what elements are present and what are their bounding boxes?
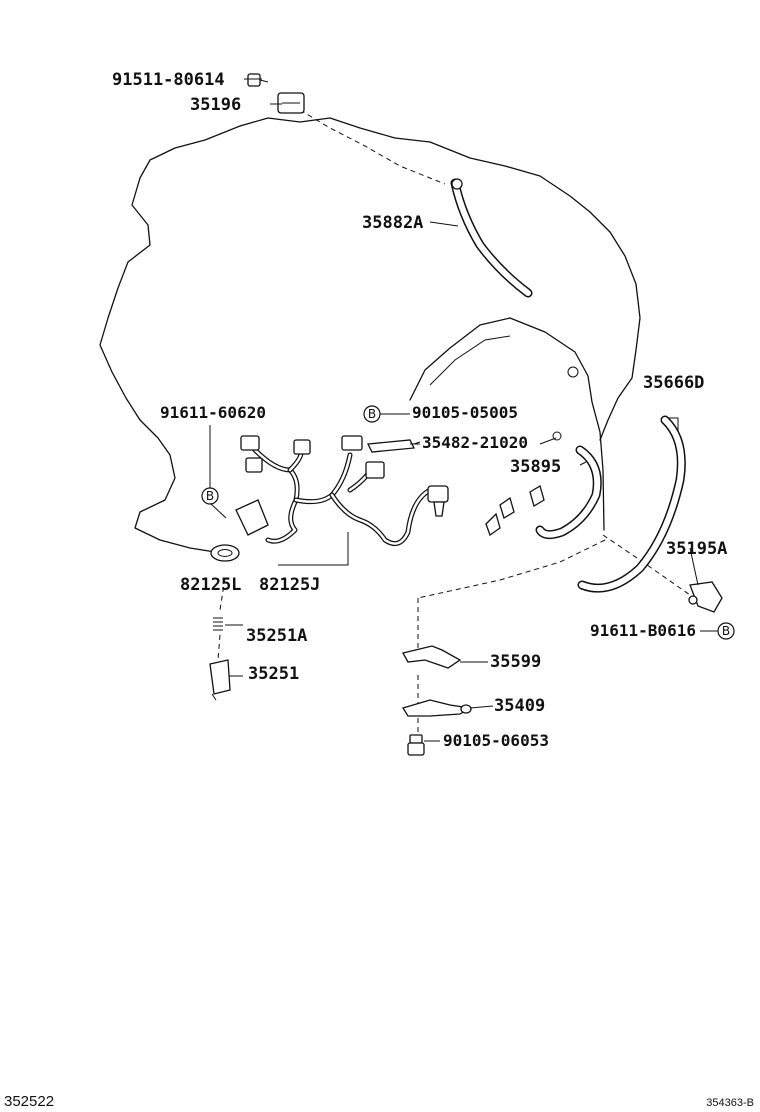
- label-35882a: 35882A: [362, 213, 423, 233]
- bracket-35409: [401, 699, 494, 717]
- callout-b-2-text: B: [206, 489, 214, 503]
- hose-35666d: [577, 415, 686, 593]
- label-35599: 35599: [490, 652, 541, 672]
- fittings-center: [485, 431, 562, 537]
- hose-35882a: [429, 178, 533, 298]
- label-leaders: [225, 78, 718, 742]
- label-35251a: 35251A: [246, 626, 307, 646]
- label-35195a: 35195A: [666, 539, 727, 559]
- label-35482-21020: 35482-21020: [422, 433, 528, 452]
- footer-right-code: 354363-B: [706, 1097, 754, 1109]
- clamp-35196: [247, 73, 305, 114]
- bracket-35599: [402, 645, 488, 669]
- transmission-case: [99, 117, 641, 553]
- label-35895: 35895: [510, 457, 561, 477]
- label-35666d: 35666D: [643, 373, 704, 393]
- callout-b-2: B: [201, 487, 219, 505]
- callout-b-3: B: [717, 622, 735, 640]
- label-35196: 35196: [190, 95, 241, 115]
- label-82125j: 82125J: [259, 575, 320, 595]
- sensor-35251: [209, 659, 231, 701]
- spring-35251a: [213, 617, 223, 631]
- bolt-90105-06053: [407, 734, 425, 756]
- callout-b-1: B: [363, 405, 381, 423]
- grommet-82125l: [210, 544, 240, 562]
- callout-b-1-text: B: [368, 407, 376, 421]
- label-91611-60620: 91611-60620: [160, 403, 266, 422]
- label-91611-b0616: 91611-B0616: [590, 621, 696, 640]
- label-91511-80614: 91511-80614: [112, 70, 225, 90]
- bracket-35482-21020: [366, 439, 421, 453]
- clamp-35195a: [688, 581, 723, 613]
- hose-35895: [535, 445, 602, 540]
- leader-lines: [209, 109, 691, 742]
- wire-harness-82125j: [235, 435, 449, 566]
- label-82125l: 82125L: [180, 575, 241, 595]
- footer-left-code: 352522: [4, 1093, 54, 1110]
- label-90105-05005: 90105-05005: [412, 403, 518, 422]
- label-35251: 35251: [248, 664, 299, 684]
- label-90105-06053: 90105-06053: [443, 731, 549, 750]
- callout-b-3-text: B: [722, 624, 730, 638]
- label-35409: 35409: [494, 696, 545, 716]
